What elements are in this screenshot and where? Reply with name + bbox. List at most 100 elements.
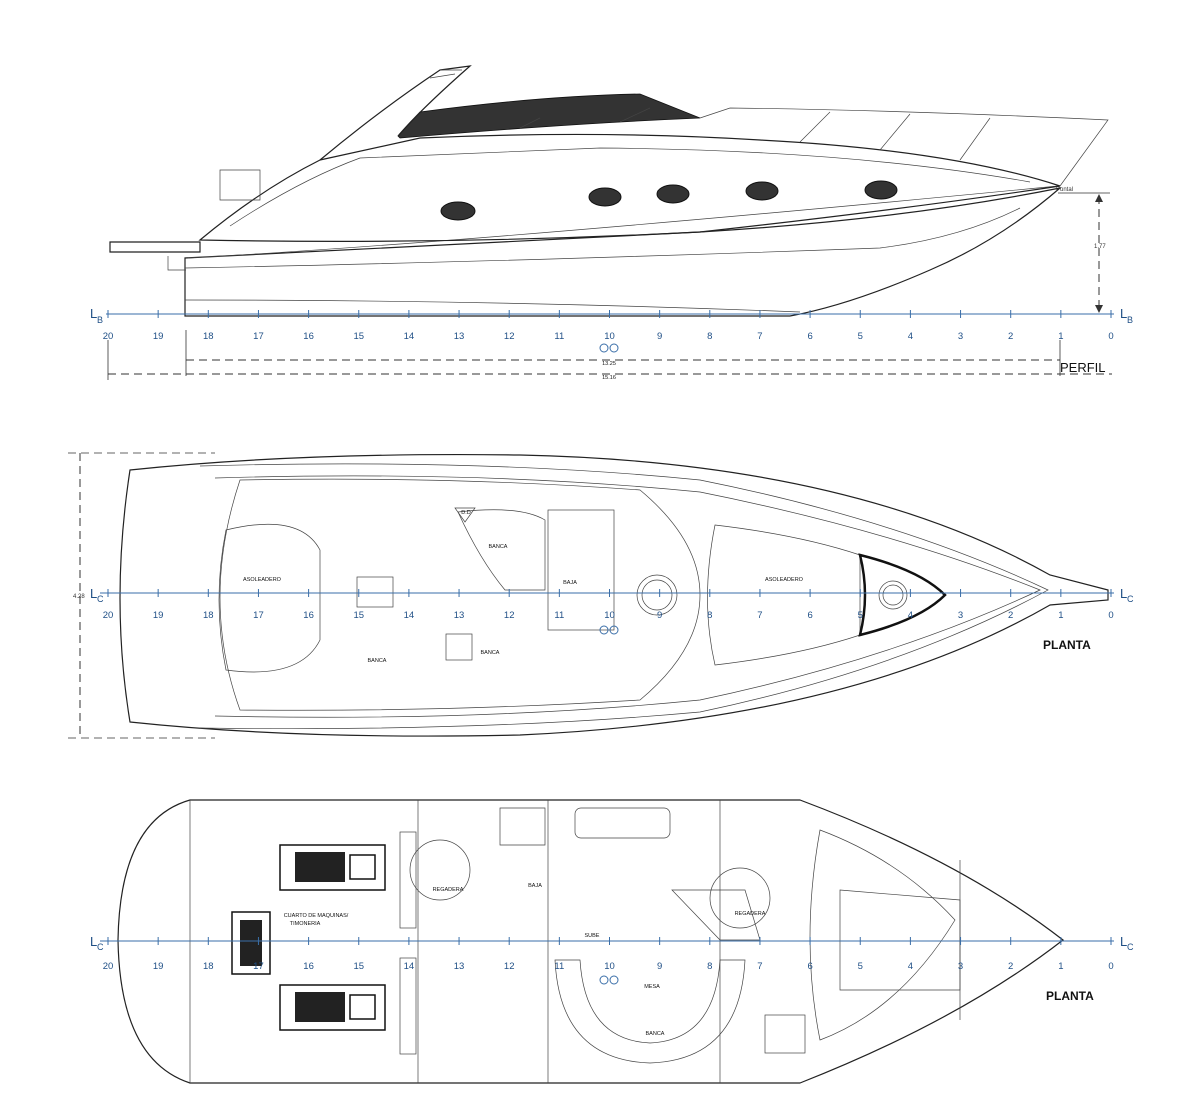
svg-text:L: L — [1120, 586, 1127, 601]
lower-station-label-18: 18 — [203, 961, 214, 972]
deck-station-label-11: 11 — [554, 610, 564, 621]
profile-station-label-6: 6 — [807, 331, 812, 342]
deck-station-label-1: 1 — [1058, 610, 1063, 621]
label-regadera-2: REGADERA — [735, 911, 766, 917]
label-banca-lower: BANCA — [646, 1031, 665, 1037]
deck-station-label-17: 17 — [253, 610, 264, 621]
engine-starboard — [279, 984, 386, 1031]
deck-station-label-4: 4 — [908, 610, 913, 621]
lower-station-label-5: 5 — [858, 961, 863, 972]
deck-station-label-13: 13 — [454, 610, 465, 621]
svg-text:L: L — [90, 934, 97, 949]
lower-station-label-7: 7 — [757, 961, 762, 972]
lower-station-label-17: 17 — [253, 961, 264, 972]
profile-station-label-10: 10 — [604, 331, 615, 342]
vberth — [809, 829, 956, 1041]
lower-station-label-10: 10 — [604, 961, 615, 972]
lower-station-label-1: 1 — [1058, 961, 1063, 972]
engine-port — [279, 844, 386, 891]
deck-station-label-2: 2 — [1008, 610, 1013, 621]
profile-station-label-5: 5 — [858, 331, 863, 342]
label-asoleadero-fwd: ASOLEADERO — [765, 577, 804, 583]
lower-station-label-19: 19 — [153, 961, 164, 972]
profile-station-label-20: 20 — [103, 331, 114, 342]
deck-hull-outline — [119, 453, 1109, 737]
dinette-banca — [554, 959, 746, 1064]
deck-centerline-ref-right: C — [1127, 594, 1134, 604]
label-asoleadero-aft: ASOLEADERO — [243, 577, 282, 583]
profile-station-label-12: 12 — [504, 331, 515, 342]
lower-centerline-ref-left: C — [97, 942, 104, 952]
profile-station-label-8: 8 — [707, 331, 712, 342]
svg-text:L: L — [90, 586, 97, 601]
svg-text:L: L — [1120, 306, 1127, 321]
profile-station-label-0: 0 — [1108, 331, 1113, 342]
lower-station-label-13: 13 — [454, 961, 465, 972]
windshield — [397, 93, 701, 139]
deck-station-label-18: 18 — [203, 610, 214, 621]
deck-station-label-0: 0 — [1108, 610, 1113, 621]
generator — [231, 911, 271, 975]
lower-station-label-2: 2 — [1008, 961, 1013, 972]
deck-station-label-15: 15 — [353, 610, 364, 621]
lower-station-label-9: 9 — [657, 961, 662, 972]
deck-station-label-20: 20 — [103, 610, 114, 621]
label-baja-deck: BAJA — [563, 580, 577, 586]
deck-station-label-12: 12 — [504, 610, 515, 621]
label-mesa: MESA — [644, 984, 660, 990]
deck-station-label-14: 14 — [404, 610, 415, 621]
puntal-value: 1.77 — [1094, 244, 1106, 250]
profile-station-label-7: 7 — [757, 331, 762, 342]
deck-station-label-16: 16 — [303, 610, 314, 621]
porthole-5 — [864, 180, 898, 200]
lower-station-label-14: 14 — [404, 961, 415, 972]
label-baja-lower: BAJA — [528, 883, 542, 889]
porthole-2 — [588, 187, 622, 207]
profile-station-label-19: 19 — [153, 331, 164, 342]
label-banca-1: BANCA — [489, 544, 508, 550]
deck-station-label-19: 19 — [153, 610, 164, 621]
profile-station-label-16: 16 — [303, 331, 314, 342]
deck-station-label-8: 8 — [707, 610, 712, 621]
lower-station-label-4: 4 — [908, 961, 913, 972]
deck-station-label-10: 10 — [604, 610, 615, 621]
swim-platform — [109, 241, 201, 253]
profile-station-label-13: 13 — [454, 331, 465, 342]
label-dd: D.D — [461, 510, 471, 516]
label-banca-2: BANCA — [368, 658, 387, 664]
deck-plan-view-label: PLANTA — [1043, 638, 1091, 652]
lower-plan-view-label: PLANTA — [1046, 989, 1094, 1003]
puntal-label: Puntal — [1056, 187, 1073, 193]
profile-station-label-9: 9 — [657, 331, 662, 342]
deck-station-label-6: 6 — [807, 610, 812, 621]
deck-station-label-7: 7 — [757, 610, 762, 621]
svg-text:L: L — [90, 306, 97, 321]
label-engine-room: CUARTO DE MAQUINAS/ — [284, 913, 349, 919]
beam-value: 4.28 — [73, 594, 85, 600]
profile-view-label: PERFIL — [1060, 360, 1106, 375]
label-sube: SUBE — [585, 933, 600, 939]
profile-station-label-18: 18 — [203, 331, 214, 342]
lower-station-label-20: 20 — [103, 961, 114, 972]
porthole-1 — [440, 201, 476, 221]
deck-station-label-3: 3 — [958, 610, 963, 621]
profile-station-label-3: 3 — [958, 331, 963, 342]
profile-station-label-4: 4 — [908, 331, 913, 342]
radar-arch — [319, 65, 472, 161]
lower-station-label-8: 8 — [707, 961, 712, 972]
hull-profile — [184, 186, 1063, 317]
label-banca-3: BANCA — [481, 650, 500, 656]
length-overall: 15.16 — [602, 375, 616, 381]
cockpit-outline — [219, 478, 701, 711]
deck-station-label-5: 5 — [858, 610, 863, 621]
lower-station-label-6: 6 — [807, 961, 812, 972]
baseline-ref-left: B — [97, 315, 103, 325]
lower-station-label-0: 0 — [1108, 961, 1113, 972]
lower-station-label-16: 16 — [303, 961, 314, 972]
